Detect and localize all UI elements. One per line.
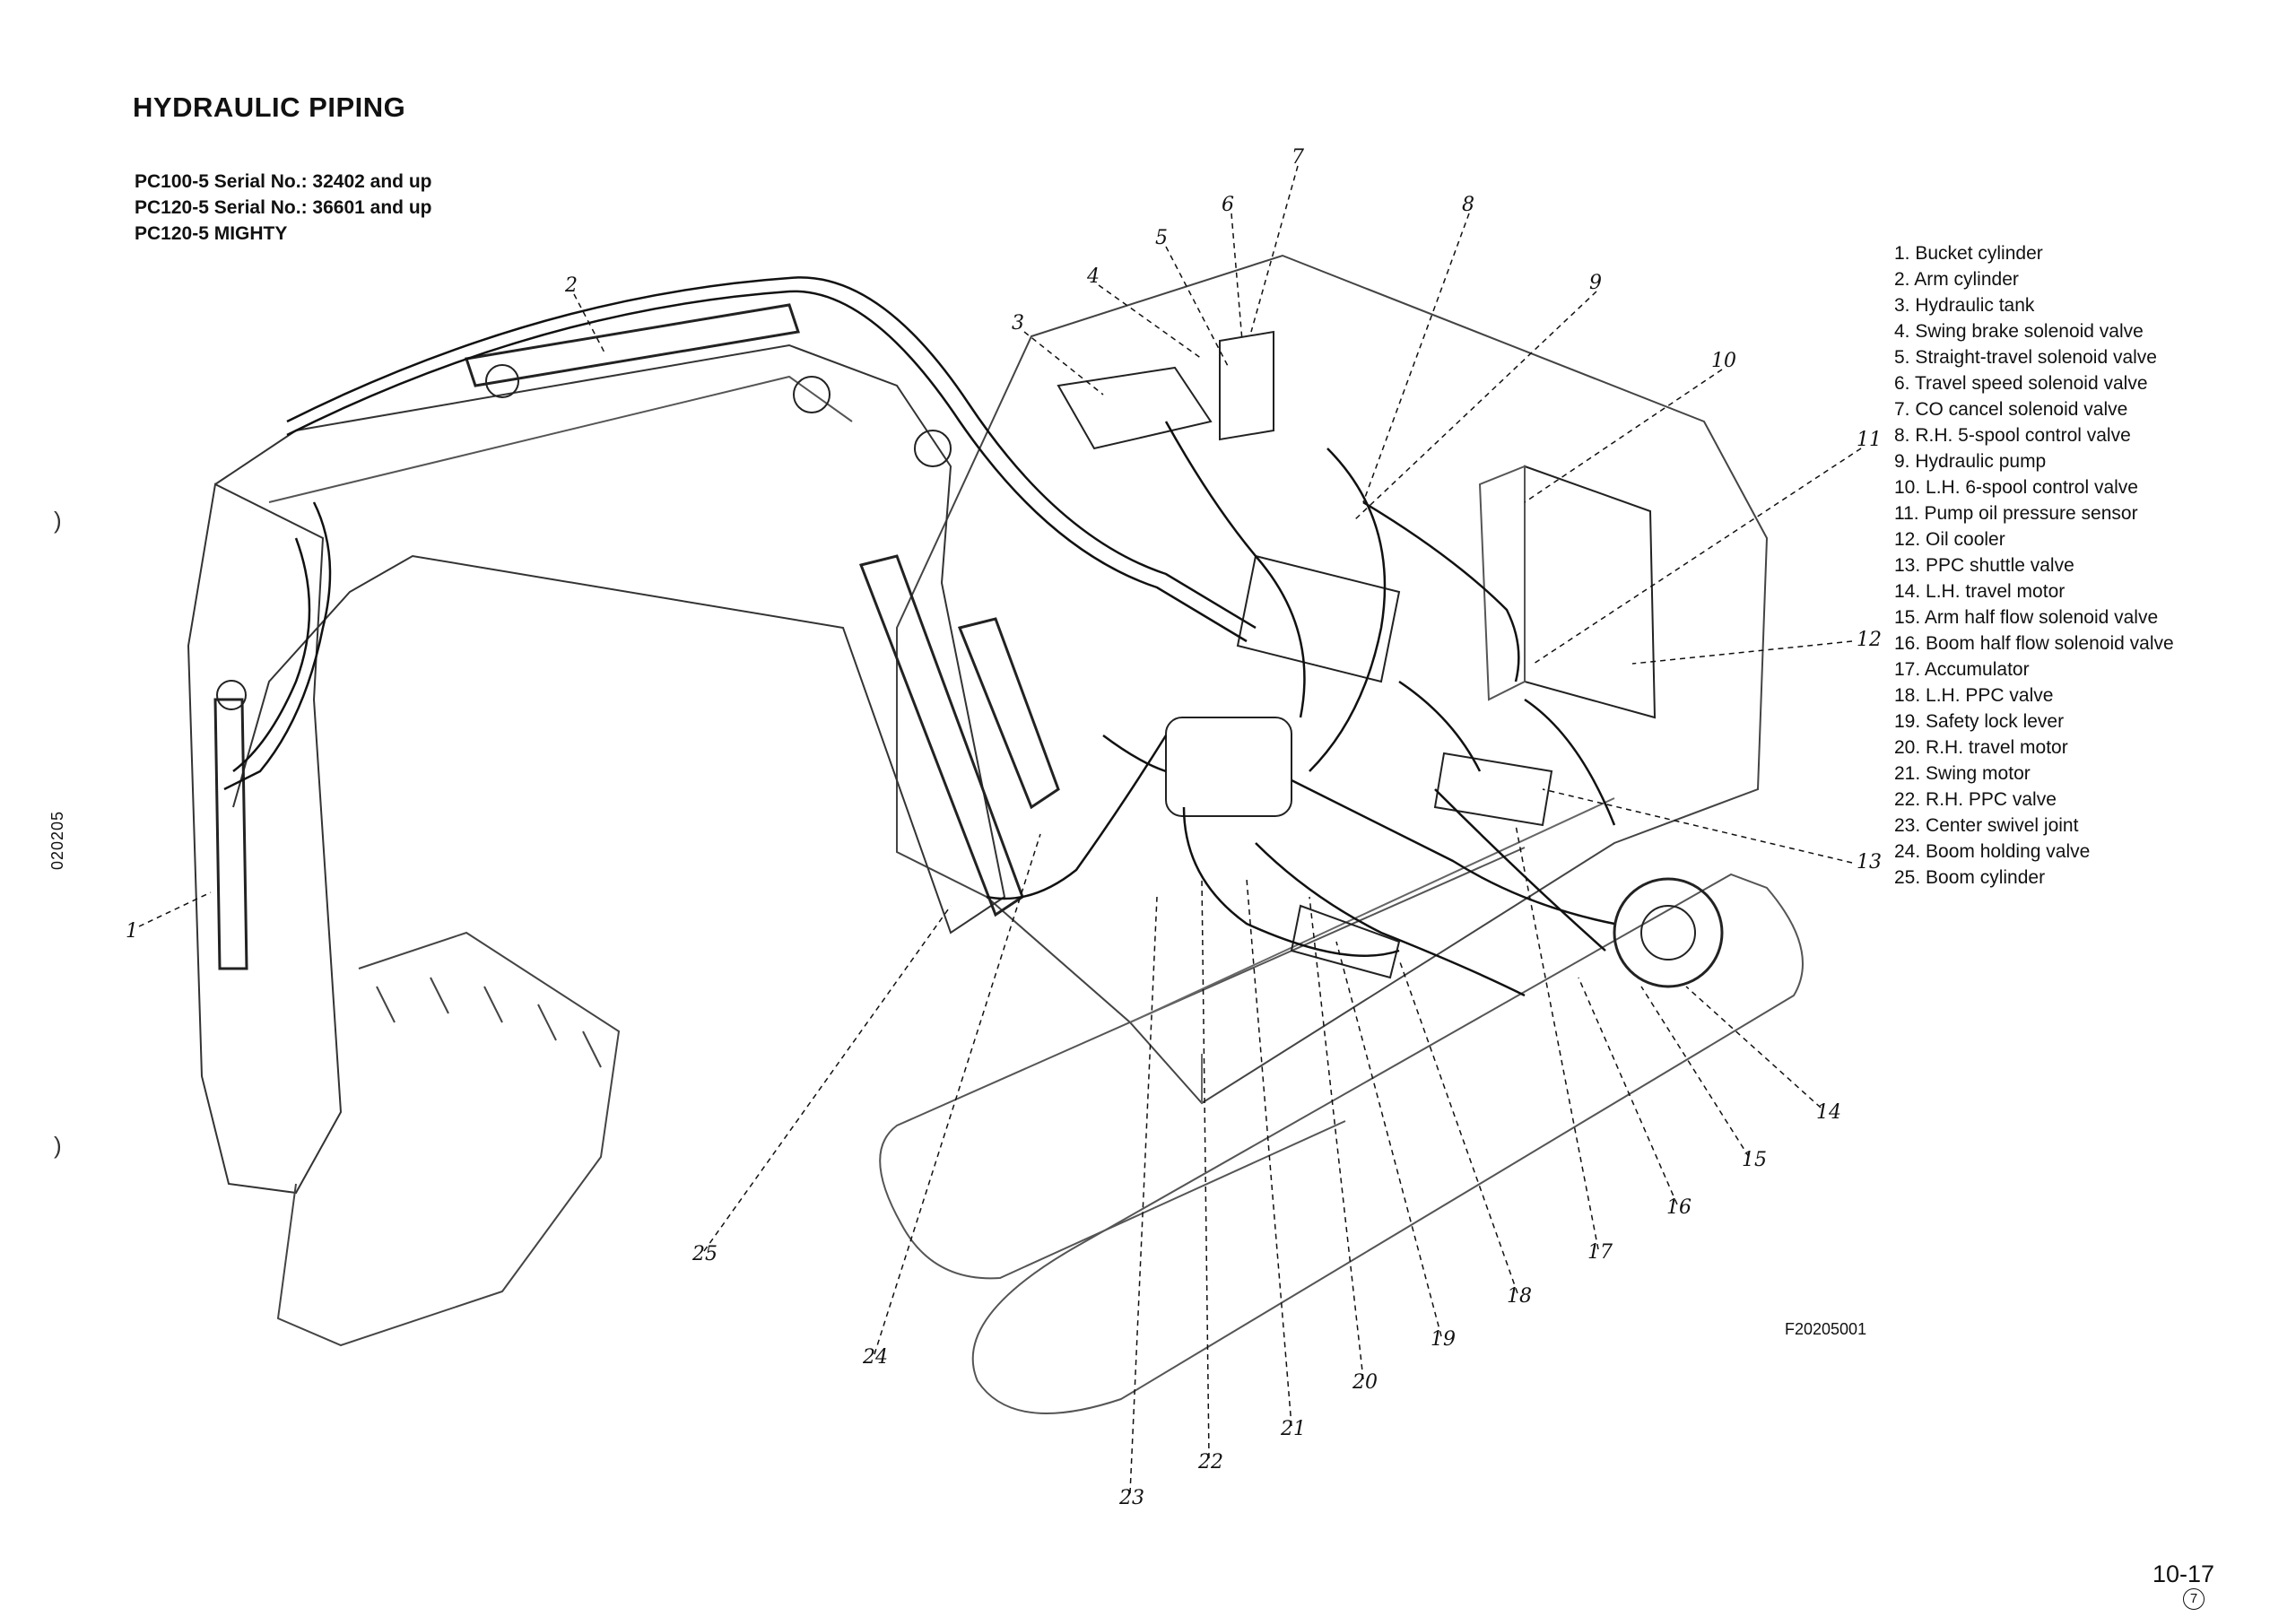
edge-mark: ) — [54, 507, 62, 534]
callout-25: 25 — [691, 1243, 718, 1265]
ppc-valve-shape — [1290, 904, 1401, 979]
legend-item: 4. Swing brake solenoid valve — [1894, 321, 2144, 342]
callout-8: 8 — [1462, 194, 1474, 216]
edge-mark: ) — [54, 1132, 62, 1159]
callout-4: 4 — [1086, 265, 1100, 288]
callout-14: 14 — [1816, 1101, 1841, 1124]
parts-legend: 1. Bucket cylinder 2. Arm cylinder 3. Hy… — [1894, 240, 2174, 891]
callout-12: 12 — [1857, 629, 1882, 651]
legend-item: 25. Boom cylinder — [1894, 867, 2046, 888]
figure-code: F20205001 — [1785, 1320, 1867, 1338]
legend-item: 17. Accumulator — [1894, 659, 2030, 680]
legend-item: 7. CO cancel solenoid valve — [1894, 399, 2128, 420]
legend-item: 5. Straight-travel solenoid valve — [1894, 347, 2157, 368]
callout-13: 13 — [1857, 851, 1882, 874]
legend-item: 12. Oil cooler — [1894, 529, 2005, 550]
callout-19: 19 — [1431, 1328, 1456, 1351]
legend-item: 6. Travel speed solenoid valve — [1894, 373, 2148, 394]
serial-line: PC100-5 Serial No.: 32402 and up — [135, 171, 432, 192]
callout-3: 3 — [1012, 312, 1024, 335]
legend-item: 22. R.H. PPC valve — [1894, 789, 2057, 810]
callout-2: 2 — [564, 274, 578, 297]
legend-item: 13. PPC shuttle valve — [1894, 555, 2074, 576]
callout-6: 6 — [1222, 194, 1234, 216]
control-valve-shape — [1236, 554, 1401, 683]
legend-item: 23. Center swivel joint — [1894, 815, 2079, 836]
callout-24: 24 — [862, 1346, 888, 1369]
callout-23: 23 — [1118, 1487, 1144, 1509]
legend-item: 1. Bucket cylinder — [1894, 243, 2043, 264]
bucket-shape — [276, 931, 621, 1347]
serial-line: PC120-5 MIGHTY — [135, 223, 288, 244]
hydraulic-tank-shape — [1057, 366, 1213, 450]
serial-line: PC120-5 Serial No.: 36601 and up — [135, 197, 432, 218]
boom-shape — [214, 343, 1006, 935]
oil-cooler-shape — [1524, 465, 1657, 719]
solenoid-block-shape — [1219, 330, 1274, 441]
legend-item: 19. Safety lock lever — [1894, 711, 2065, 732]
legend-item: 24. Boom holding valve — [1894, 841, 2091, 862]
arm-shape — [187, 482, 343, 1195]
callout-21: 21 — [1280, 1418, 1306, 1440]
callout-16: 16 — [1666, 1196, 1692, 1219]
page-title: HYDRAULIC PIPING — [133, 91, 406, 123]
callout-11: 11 — [1857, 429, 1882, 451]
callout-9: 9 — [1589, 272, 1602, 294]
side-code: 020205 — [48, 810, 66, 870]
legend-item: 18. L.H. PPC valve — [1894, 685, 2054, 706]
legend-item: 3. Hydraulic tank — [1894, 295, 2035, 316]
callout-17: 17 — [1587, 1241, 1613, 1264]
serial-applicability: PC100-5 Serial No.: 32402 and up PC120-5… — [135, 169, 431, 247]
bucket-cylinder-shape — [213, 698, 248, 970]
pump-shape — [1165, 717, 1292, 817]
rear-track — [879, 847, 1526, 1280]
callout-7: 7 — [1292, 146, 1304, 169]
legend-item: 21. Swing motor — [1894, 763, 2031, 784]
shuttle-valve-shape — [1433, 752, 1553, 827]
callout-1: 1 — [126, 920, 138, 943]
legend-item: 16. Boom half flow solenoid valve — [1894, 633, 2174, 654]
legend-item: 15. Arm half flow solenoid valve — [1894, 607, 2159, 628]
legend-item: 20. R.H. travel motor — [1894, 737, 2068, 758]
legend-item: 10. L.H. 6-spool control valve — [1894, 477, 2138, 498]
callout-20: 20 — [1352, 1371, 1378, 1394]
callout-5: 5 — [1155, 227, 1168, 249]
travel-motor-shape — [1613, 877, 1724, 988]
legend-item: 8. R.H. 5-spool control valve — [1894, 425, 2131, 446]
callout-22: 22 — [1197, 1451, 1223, 1474]
upper-structure — [896, 254, 1769, 1105]
callout-18: 18 — [1507, 1285, 1532, 1308]
callout-10: 10 — [1711, 350, 1736, 372]
legend-item: 14. L.H. travel motor — [1894, 581, 2066, 602]
legend-item: 11. Pump oil pressure sensor — [1894, 503, 2138, 524]
arm-cylinder-shape — [465, 303, 800, 387]
legend-item: 9. Hydraulic pump — [1894, 451, 2047, 472]
page-number: 10-17 — [2152, 1560, 2215, 1587]
legend-item: 2. Arm cylinder — [1894, 269, 2019, 290]
callout-15: 15 — [1742, 1149, 1767, 1171]
callout-labels: 1 2 3 4 5 6 7 8 9 10 11 12 13 14 15 16 1… — [126, 146, 1882, 1509]
front-track — [971, 873, 1804, 1414]
revision-mark: 7 — [2183, 1588, 2205, 1610]
